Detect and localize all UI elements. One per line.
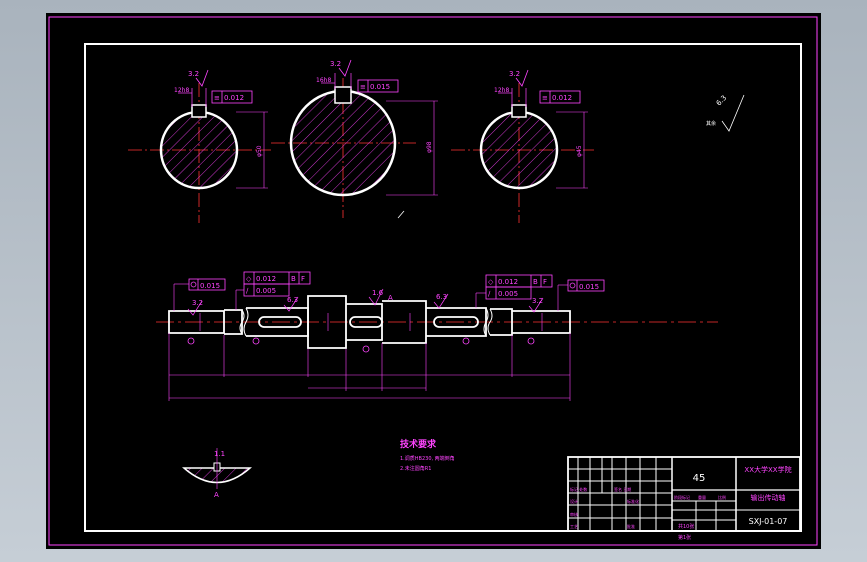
material: 45 [693, 473, 706, 484]
gdt-left-sym-datum: B [291, 275, 296, 283]
roughness-4: 3.2 [532, 297, 543, 305]
section-3-key-width: 12h8 [494, 87, 509, 94]
svg-text:≡: ≡ [214, 94, 220, 102]
part-name: 输出传动轴 [751, 493, 786, 502]
roughness-2: 6.3 [287, 296, 298, 304]
section-1-tolerance: 0.012 [224, 94, 244, 102]
section-2: 16h8 3.2 ≡ 0.015 φ98 [271, 59, 438, 219]
section-3: 12h8 3.2 ≡ 0.012 φ45 [451, 69, 594, 223]
shaft-collar [307, 295, 347, 349]
section-1-roughness: 3.2 [188, 70, 199, 78]
section-1: 12h8 3.2 ≡ 0.012 φ50 [128, 69, 271, 223]
section-2-dia: φ98 [426, 141, 433, 153]
gdt-right-sym-datum2: F [543, 278, 547, 286]
general-surface-finish: 6.3 其余 [706, 94, 745, 132]
svg-text:标准化: 标准化 [627, 498, 639, 504]
keyway-2 [334, 86, 352, 104]
general-roughness-value: 6.3 [715, 94, 729, 108]
svg-text:审核: 审核 [570, 511, 578, 517]
drawing-sheet: 12h8 3.2 ≡ 0.012 φ50 16h8 3.2 ≡ 0.015 φ9… [46, 13, 821, 549]
section-2-circle [289, 89, 397, 197]
gdt-right-sym-value: 0.012 [498, 278, 518, 286]
keyway-3 [511, 104, 527, 118]
inner-frame [84, 43, 802, 532]
shaft-main-view [156, 295, 718, 353]
gdt-left-sym-value: 0.012 [256, 275, 276, 283]
tech-requirements: 技术要求 1.调质HB230, 两端倒角 2.未注圆角R1 [400, 438, 455, 472]
tech-req-line-2: 2.未注圆角R1 [400, 465, 431, 472]
gdt-annotations: 0.015 ◇ 0.012 B F ∕ 0.005 3.2 6.3 6.3 3.… [173, 271, 605, 316]
keyway-slot-1 [258, 316, 302, 328]
sheet-count: 共10张 [678, 523, 694, 530]
section-1-tol-frame [211, 90, 253, 104]
tech-req-title: 技术要求 [400, 438, 437, 450]
dimension-lines [168, 333, 571, 401]
keyway-slot-3 [433, 316, 479, 328]
section-2-roughness: 3.2 [330, 60, 341, 68]
svg-text:标记 处数: 标记 处数 [570, 486, 587, 492]
gdt-left-circularity [188, 278, 226, 291]
school-name: XX大学XX学院 [744, 465, 791, 474]
gdt-right-circ-value: 0.015 [579, 283, 599, 291]
svg-text:◇: ◇ [488, 278, 494, 286]
svg-text:∕: ∕ [246, 287, 249, 295]
section-1-dia: φ50 [256, 145, 263, 157]
svg-text:其余: 其余 [706, 120, 716, 127]
gdt-right-circularity [567, 279, 605, 292]
svg-text:≡: ≡ [542, 94, 548, 102]
gdt-left-circ-value: 0.015 [200, 282, 220, 290]
svg-text:批准: 批准 [627, 523, 635, 529]
section-1-key-width: 12h8 [174, 87, 189, 94]
gdt-right-sym-datum: B [533, 278, 538, 286]
gdt-left-sym-datum2: F [301, 275, 305, 283]
svg-text:签名 日期: 签名 日期 [614, 486, 631, 492]
section-3-dia: φ45 [576, 145, 583, 157]
section-3-tol-frame [539, 90, 581, 104]
svg-text:工艺: 工艺 [570, 524, 578, 529]
section-2-tolerance: 0.015 [370, 83, 390, 91]
cad-drawing: 12h8 3.2 ≡ 0.012 φ50 16h8 3.2 ≡ 0.015 φ9… [48, 16, 818, 546]
title-block: 标记 处数 签名 日期 设计 审核 工艺 标准化 批准 阶段标记 重量 比例 4… [567, 456, 801, 541]
section-3-tolerance: 0.012 [552, 94, 572, 102]
section-3-roughness: 3.2 [509, 70, 520, 78]
outer-frame [48, 16, 818, 546]
keyway-slot-2 [349, 316, 383, 328]
svg-text:比例: 比例 [718, 494, 726, 500]
section-a-label: A [214, 491, 219, 499]
gdt-left-run-value: 0.005 [256, 287, 276, 295]
svg-text:≡: ≡ [360, 83, 366, 91]
sheet-index: 第1张 [678, 534, 691, 541]
section-a-view: 1.1 A [182, 448, 252, 499]
svg-text:阶段标记: 阶段标记 [674, 494, 690, 500]
svg-text:设计: 设计 [570, 498, 578, 504]
section-3-circle [479, 110, 559, 190]
section-2-tol-frame [357, 79, 399, 93]
section-1-circle [159, 110, 239, 190]
gdt-right-run-value: 0.005 [498, 290, 518, 298]
svg-text:◇: ◇ [246, 275, 252, 283]
drawing-number: SXJ-01-07 [749, 517, 788, 526]
keyway-1 [191, 104, 207, 118]
section-2-key-width: 16h8 [316, 77, 331, 84]
svg-text:∕: ∕ [488, 290, 491, 298]
svg-text:重量: 重量 [698, 494, 706, 500]
roughness-3: 6.3 [436, 293, 447, 301]
mid-datum: A [388, 294, 393, 302]
roughness-1: 3.2 [192, 299, 203, 307]
section-a-roughness: 1.1 [214, 450, 225, 458]
tech-req-line-1: 1.调质HB230, 两端倒角 [400, 455, 455, 462]
mid-roughness: 1.6 [372, 289, 384, 297]
